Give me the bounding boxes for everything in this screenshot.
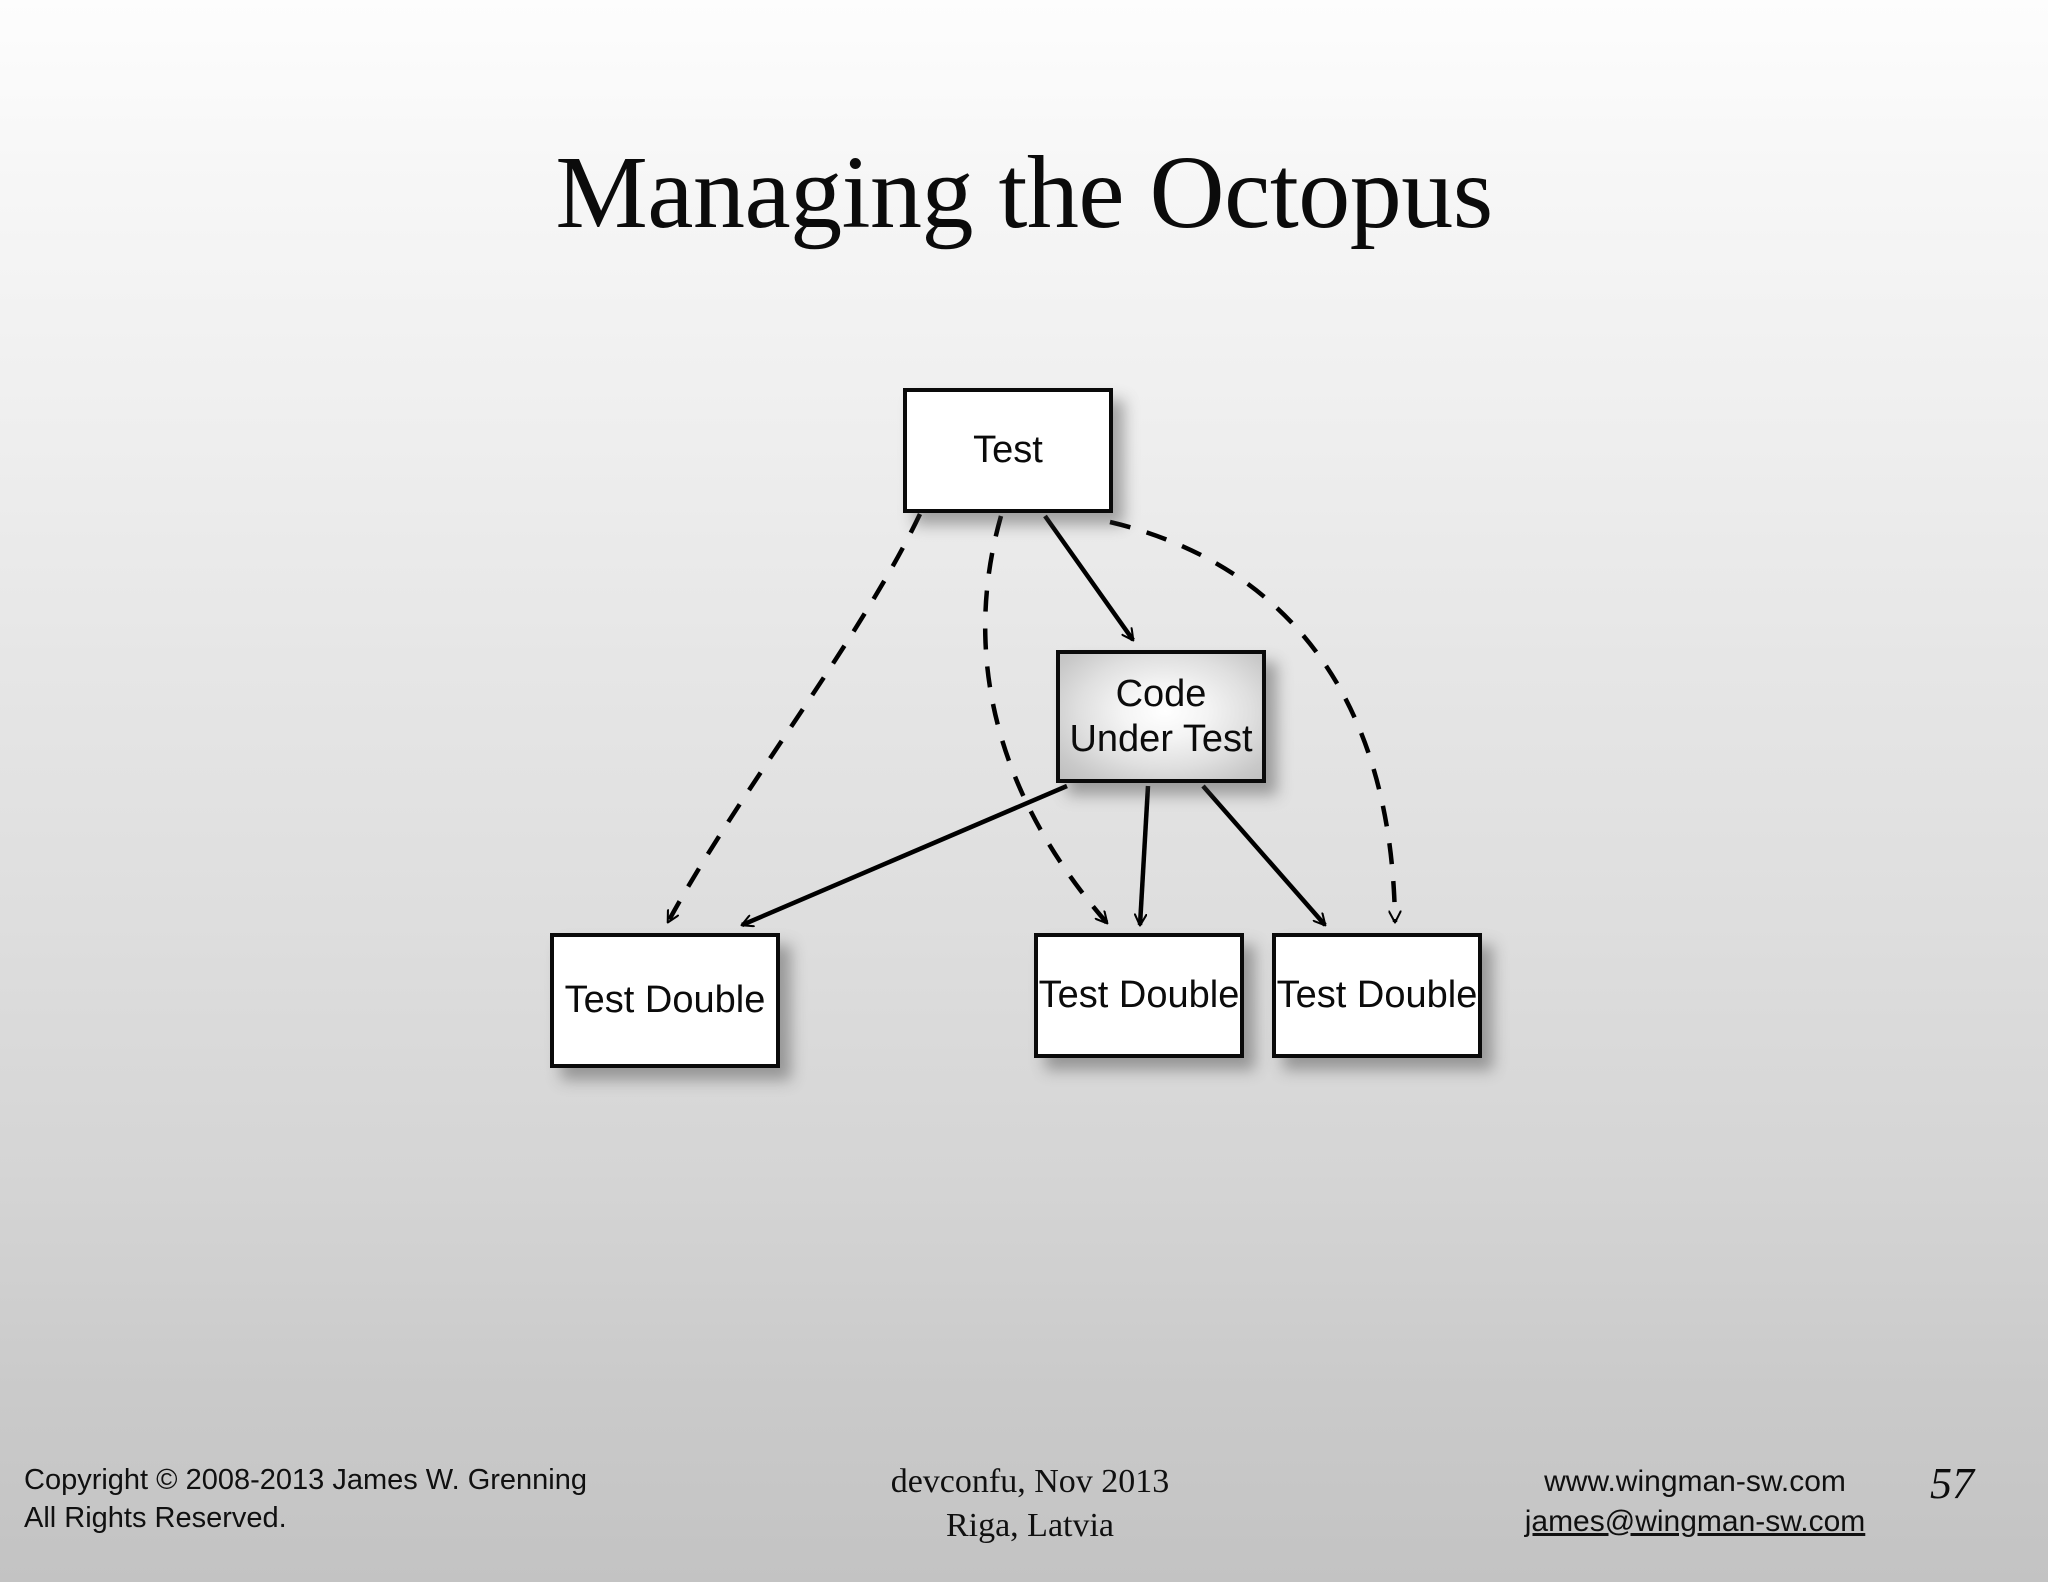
footer-copyright-line2: All Rights Reserved. — [24, 1501, 287, 1534]
footer-event-line2: Riga, Latvia — [945, 1506, 1115, 1544]
page-title: Managing the Octopus — [555, 135, 1493, 250]
node-test-double-right-label: Test Double — [1276, 974, 1478, 1017]
node-test-double-middle[interactable]: Test Double — [1034, 933, 1244, 1058]
node-test-double-left[interactable]: Test Double — [550, 933, 780, 1068]
node-code-under-test-label-line2: Under Test — [1069, 717, 1253, 760]
edge-test-to-td-left — [666, 513, 923, 922]
node-test[interactable]: Test — [903, 388, 1113, 513]
footer-contact: www.wingman-sw.com james@wingman-sw.com — [1480, 1462, 1910, 1541]
edge-cut-to-td-right — [1201, 784, 1327, 927]
node-code-under-test-label-line1: Code — [1115, 672, 1207, 715]
node-test-double-left-label: Test Double — [564, 979, 766, 1022]
footer-email-link[interactable]: james@wingman-sw.com — [1524, 1504, 1866, 1538]
footer-copyright: Copyright © 2008-2013 James W. Grenning … — [24, 1462, 587, 1537]
node-test-label: Test — [973, 429, 1043, 472]
edge-test-to-cut — [1043, 514, 1135, 640]
footer-website[interactable]: www.wingman-sw.com — [1544, 1465, 1846, 1498]
footer-event: devconfu, Nov 2013 Riga, Latvia — [700, 1460, 1360, 1547]
edge-cut-to-td-left — [742, 783, 1068, 925]
node-test-double-middle-label: Test Double — [1038, 974, 1240, 1017]
node-code-under-test[interactable]: Code Under Test — [1056, 650, 1266, 783]
node-test-double-right[interactable]: Test Double — [1272, 933, 1482, 1058]
page-number: 57 — [1930, 1459, 1974, 1508]
edge-cut-to-td-mid — [1140, 785, 1151, 925]
footer-event-line1: devconfu, Nov 2013 — [890, 1463, 1170, 1500]
footer-copyright-line1: Copyright © 2008-2013 James W. Grenning — [24, 1464, 587, 1496]
